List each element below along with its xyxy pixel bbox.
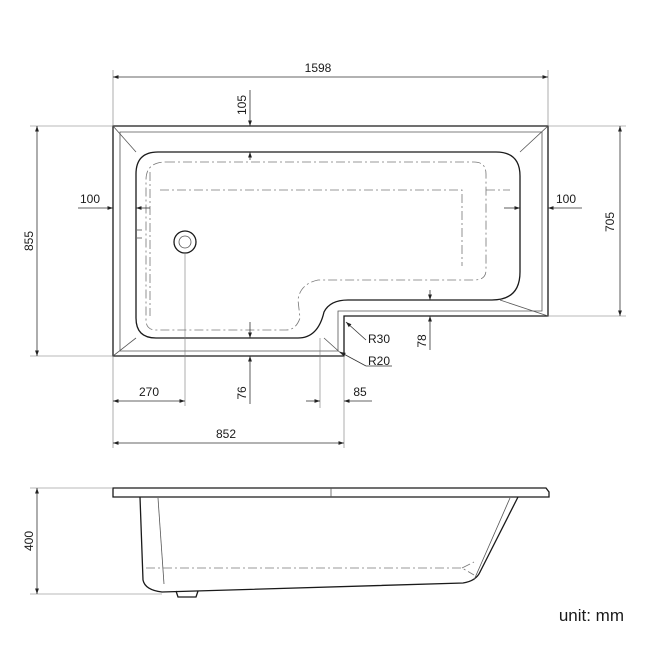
dim-radius-inner: R20: [368, 354, 390, 368]
dim-step-depth: 78: [415, 334, 429, 348]
dim-radius-outer: R30: [368, 332, 390, 346]
dim-bottom-rim: 76: [235, 386, 249, 400]
plan-base-outline: [145, 161, 487, 331]
side-view: 400: [22, 487, 550, 598]
dim-overall-width: 855: [22, 231, 36, 251]
dim-waste-offset: 270: [139, 385, 159, 399]
dim-bath-body-length: 852: [216, 427, 236, 441]
plan-view: [112, 125, 549, 357]
plan-bath-well: [135, 151, 521, 339]
dim-height: 400: [22, 531, 36, 551]
dim-overall-length: 1598: [305, 61, 332, 75]
side-rim: [112, 487, 550, 498]
dim-rim-top: 105: [235, 95, 249, 115]
dim-step-rim: 85: [353, 385, 367, 399]
plan-dimensions: 1598 855 105 100 100 705 78 R30 R20: [22, 61, 626, 448]
dim-shower-width: 705: [603, 212, 617, 232]
dim-rim-left: 100: [80, 192, 100, 206]
plan-rim-bevel: [119, 131, 543, 352]
dim-rim-right: 100: [556, 192, 576, 206]
waste-outlet: [173, 230, 197, 254]
unit-label: unit: mm: [558, 606, 624, 625]
side-bath-body: [139, 496, 519, 593]
plan-outer-rim: [112, 125, 549, 357]
